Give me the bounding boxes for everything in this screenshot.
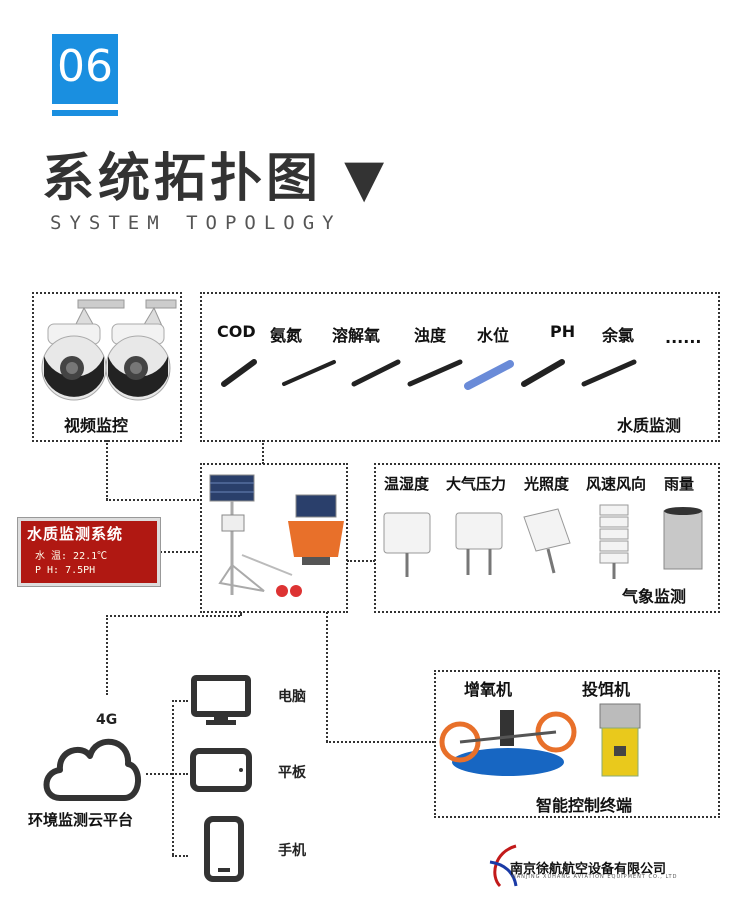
cloud-platform-label: 环境监测云平台 bbox=[28, 811, 134, 829]
sensor-label-dissolved-oxygen: 溶解氧 bbox=[332, 326, 381, 345]
company-logo-icon bbox=[489, 844, 518, 888]
connector-weather bbox=[347, 560, 375, 562]
weather-sensor-icons bbox=[383, 504, 703, 579]
weather-monitor-box: 温湿度 大气压力 光照度 风速风向 雨量 气象监测 bbox=[374, 463, 720, 613]
connector-cloud-h bbox=[106, 615, 240, 617]
monitoring-station-box bbox=[200, 463, 348, 613]
section-number-badge: 06 bbox=[52, 34, 118, 110]
sensor-label-rain: 雨量 bbox=[664, 475, 695, 493]
connector-control-v bbox=[326, 612, 328, 742]
sensor-label-illuminance: 光照度 bbox=[524, 475, 570, 493]
sensor-label-temp-humidity: 温湿度 bbox=[384, 475, 430, 493]
sensor-label-cod: COD bbox=[217, 322, 256, 341]
connector-cloud-v bbox=[106, 615, 108, 695]
display-title: 水质监测系统 bbox=[27, 525, 124, 543]
connector-video-h bbox=[106, 499, 202, 501]
dome-camera-icon bbox=[41, 299, 177, 401]
company-name: 南京徐航航空设备有限公司 bbox=[510, 862, 667, 877]
sensor-label-water-level: 水位 bbox=[477, 326, 510, 345]
terminal-label-computer: 电脑 bbox=[278, 689, 306, 705]
connector-terminals bbox=[172, 700, 174, 855]
aerator-feeder-icons bbox=[439, 703, 641, 777]
sensor-label-ph: PH bbox=[550, 322, 576, 341]
water-probe-icons bbox=[221, 359, 637, 390]
sensor-label-ammonia: 氨氮 bbox=[270, 326, 303, 345]
cloud-icon bbox=[43, 738, 142, 801]
network-label: 4G bbox=[96, 712, 118, 728]
water-quality-box: COD 氨氮 溶解氧 浊度 水位 PH 余氯 ...... 水质监测 bbox=[200, 292, 720, 442]
monitor-icon bbox=[191, 675, 251, 725]
tablet-icon bbox=[190, 748, 252, 792]
terminal-label-phone: 手机 bbox=[278, 843, 306, 859]
sensor-label-turbidity: 浊度 bbox=[414, 326, 447, 345]
sensor-label-pressure: 大气压力 bbox=[446, 475, 507, 493]
video-monitor-box: 视频监控 bbox=[32, 292, 182, 442]
video-monitor-label: 视频监控 bbox=[64, 416, 129, 435]
connector-control-h bbox=[326, 741, 434, 743]
smart-control-label: 智能控制终端 bbox=[536, 796, 633, 815]
device-label-aerator: 增氧机 bbox=[464, 680, 513, 699]
connector-display bbox=[160, 551, 202, 553]
page-subtitle: SYSTEM TOPOLOGY bbox=[50, 212, 342, 234]
water-quality-label: 水质监测 bbox=[617, 416, 682, 435]
phone-icon bbox=[204, 816, 244, 882]
company-name-en: NANJING XUHANG AVIATION EQUIPMENT CO., L… bbox=[512, 874, 678, 880]
display-row-ph: P H: 7.5PH bbox=[35, 565, 96, 576]
smart-control-box: 增氧机 投饵机 智能控制终端 bbox=[434, 670, 720, 818]
monitoring-station-icon bbox=[209, 474, 344, 597]
connector-water bbox=[262, 440, 264, 464]
weather-monitor-label: 气象监测 bbox=[622, 587, 687, 606]
sensor-label-residual-chlorine: 余氯 bbox=[602, 326, 635, 345]
ellipsis-label: ...... bbox=[665, 328, 702, 347]
page-title: 系统拓扑图 ▼ bbox=[42, 149, 389, 209]
display-row-temp: 水 温: 22.1℃ bbox=[35, 551, 108, 562]
sensor-label-wind: 风速风向 bbox=[586, 475, 647, 493]
device-label-feeder: 投饵机 bbox=[582, 680, 631, 699]
connector-video bbox=[106, 440, 108, 500]
terminal-label-tablet: 平板 bbox=[278, 765, 306, 781]
led-display-panel: 水质监测系统 水 温: 22.1℃ P H: 7.5PH bbox=[18, 518, 160, 586]
